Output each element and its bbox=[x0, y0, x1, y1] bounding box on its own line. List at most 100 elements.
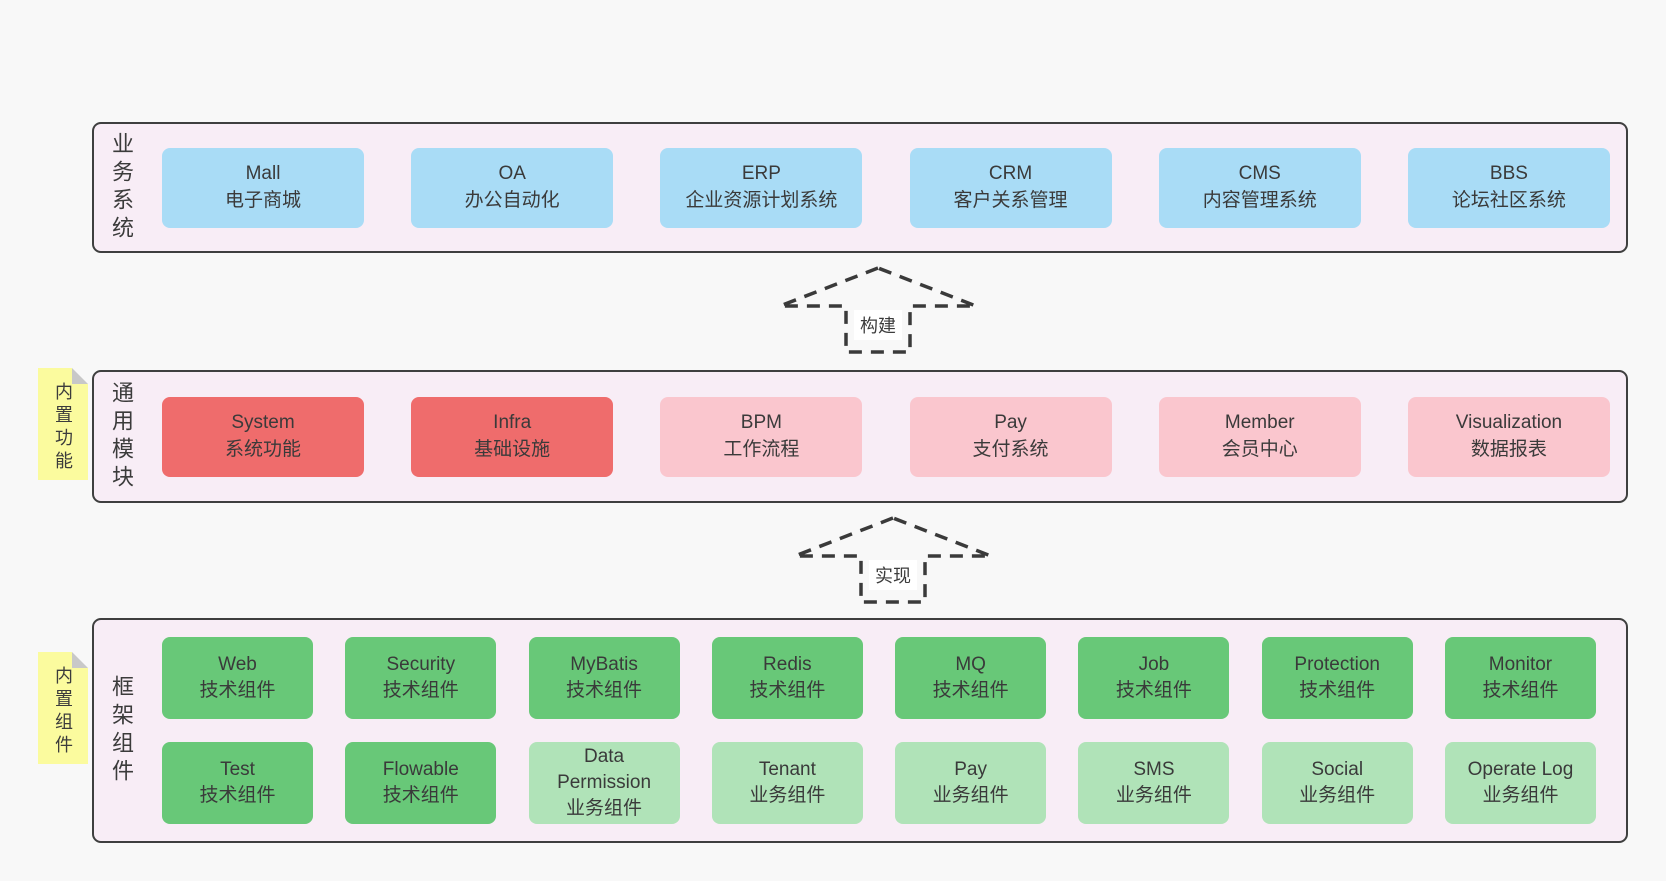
card-title: BPM bbox=[740, 412, 782, 434]
card-subtitle: 技术组件 bbox=[1115, 680, 1192, 701]
card-title: Data Permission bbox=[557, 745, 652, 793]
card-subtitle: 技术组件 bbox=[199, 785, 276, 806]
card-flowable: Flowable 技术组件 bbox=[345, 742, 497, 824]
card-title: MyBatis bbox=[570, 653, 638, 675]
card-subtitle: 工作流程 bbox=[723, 438, 800, 460]
card-social: Social 业务组件 bbox=[1261, 742, 1413, 824]
card-title: Web bbox=[218, 653, 257, 675]
card-system: System 系统功能 bbox=[162, 396, 364, 477]
card-title: Member bbox=[1224, 412, 1295, 434]
components-row-2: Test 技术组件 Flowable 技术组件 Data Permission … bbox=[162, 742, 1596, 824]
card-mq: MQ 技术组件 bbox=[895, 637, 1047, 719]
card-pay: Pay 支付系统 bbox=[909, 396, 1112, 477]
card-title: BBS bbox=[1489, 163, 1528, 185]
implement-arrow-label: 实现 bbox=[869, 560, 917, 590]
panel-title-modules: 通用模块 bbox=[109, 380, 134, 493]
card-subtitle: 业务组件 bbox=[749, 785, 826, 806]
card-bpm: BPM 工作流程 bbox=[660, 396, 863, 477]
common-modules-panel: 通用模块 System 系统功能 Infra 基础设施 BPM 工作流程 Pay… bbox=[92, 370, 1628, 503]
card-subtitle: 技术组件 bbox=[566, 680, 643, 701]
card-title: Infra bbox=[493, 412, 532, 434]
card-title: ERP bbox=[741, 163, 781, 185]
card-subtitle: 技术组件 bbox=[382, 680, 459, 701]
card-bbs: BBS 论坛社区系统 bbox=[1407, 147, 1610, 228]
card-erp: ERP 企业资源计划系统 bbox=[660, 147, 863, 228]
build-arrow-label: 构建 bbox=[854, 310, 902, 340]
card-title: Protection bbox=[1294, 653, 1380, 675]
card-subtitle: 支付系统 bbox=[972, 438, 1049, 460]
builtin-components-note: 内置组件 bbox=[38, 652, 88, 764]
builtin-components-note-label: 内置组件 bbox=[53, 666, 73, 758]
card-subtitle: 数据报表 bbox=[1470, 438, 1547, 460]
card-subtitle: 论坛社区系统 bbox=[1451, 189, 1566, 211]
panel-title-components: 框架组件 bbox=[109, 674, 134, 787]
card-subtitle: 内容管理系统 bbox=[1202, 189, 1317, 211]
card-subtitle: 基础设施 bbox=[474, 438, 551, 460]
card-subtitle: 业务组件 bbox=[1299, 785, 1376, 806]
card-subtitle: 会员中心 bbox=[1221, 438, 1298, 460]
builtin-features-note-label: 内置功能 bbox=[53, 382, 73, 474]
card-title: System bbox=[231, 412, 295, 434]
card-subtitle: 技术组件 bbox=[1482, 680, 1559, 701]
card-subtitle: 技术组件 bbox=[382, 785, 459, 806]
card-sms: SMS 业务组件 bbox=[1078, 742, 1230, 824]
card-title: Monitor bbox=[1488, 653, 1553, 675]
card-title: Visualization bbox=[1455, 412, 1563, 434]
card-subtitle: 电子商城 bbox=[224, 189, 301, 211]
card-subtitle: 企业资源计划系统 bbox=[685, 189, 838, 211]
card-title: Pay bbox=[994, 412, 1027, 434]
dashed-up-arrow-icon bbox=[779, 266, 977, 354]
card-tenant: Tenant 业务组件 bbox=[711, 742, 863, 824]
card-monitor: Monitor 技术组件 bbox=[1444, 637, 1596, 719]
framework-components-grid: Web 技术组件 Security 技术组件 MyBatis 技术组件 Redi… bbox=[162, 637, 1596, 824]
card-subtitle: 业务组件 bbox=[566, 798, 643, 820]
card-test: Test 技术组件 bbox=[162, 742, 313, 824]
card-subtitle: 业务组件 bbox=[1115, 785, 1192, 806]
card-subtitle: 业务组件 bbox=[1482, 785, 1559, 806]
card-job: Job 技术组件 bbox=[1078, 637, 1230, 719]
card-redis: Redis 技术组件 bbox=[711, 637, 863, 719]
card-title: MQ bbox=[955, 653, 986, 675]
card-title: Tenant bbox=[758, 758, 816, 780]
build-arrow: 构建 bbox=[768, 264, 988, 356]
card-infra: Infra 基础设施 bbox=[411, 396, 614, 477]
business-systems-row: Mall 电子商城 OA 办公自动化 ERP 企业资源计划系统 CRM 客户关系… bbox=[162, 147, 1610, 228]
card-cms: CMS 内容管理系统 bbox=[1158, 147, 1361, 228]
card-security: Security 技术组件 bbox=[345, 637, 497, 719]
implement-arrow: 实现 bbox=[783, 514, 1003, 606]
folded-corner-icon bbox=[72, 652, 88, 668]
card-title: CRM bbox=[988, 163, 1033, 185]
card-title: OA bbox=[498, 163, 526, 185]
card-title: Mall bbox=[245, 163, 281, 185]
card-subtitle: 业务组件 bbox=[932, 785, 1009, 806]
card-crm: CRM 客户关系管理 bbox=[909, 147, 1112, 228]
card-subtitle: 技术组件 bbox=[749, 680, 826, 701]
card-subtitle: 技术组件 bbox=[932, 680, 1009, 701]
card-protection: Protection 技术组件 bbox=[1261, 637, 1413, 719]
card-title: Pay bbox=[954, 758, 987, 780]
card-operate-log: Operate Log 业务组件 bbox=[1444, 742, 1596, 824]
card-title: Operate Log bbox=[1467, 758, 1574, 780]
card-title: SMS bbox=[1133, 758, 1175, 780]
framework-components-panel: 框架组件 Web 技术组件 Security 技术组件 MyBatis 技术组件… bbox=[92, 618, 1628, 843]
card-member: Member 会员中心 bbox=[1158, 396, 1361, 477]
card-title: Social bbox=[1311, 758, 1364, 780]
card-data-permission: Data Permission 业务组件 bbox=[528, 742, 680, 824]
builtin-features-note: 内置功能 bbox=[38, 368, 88, 480]
card-title: Redis bbox=[763, 653, 812, 675]
card-web: Web 技术组件 bbox=[162, 637, 313, 719]
card-subtitle: 技术组件 bbox=[199, 680, 276, 701]
folded-corner-icon bbox=[72, 368, 88, 384]
card-subtitle: 客户关系管理 bbox=[953, 189, 1068, 211]
card-title: Flowable bbox=[382, 758, 459, 780]
card-pay-biz: Pay 业务组件 bbox=[895, 742, 1047, 824]
card-oa: OA 办公自动化 bbox=[411, 147, 614, 228]
components-row-1: Web 技术组件 Security 技术组件 MyBatis 技术组件 Redi… bbox=[162, 637, 1596, 719]
card-title: CMS bbox=[1238, 163, 1281, 185]
card-subtitle: 技术组件 bbox=[1299, 680, 1376, 701]
card-title: Job bbox=[1138, 653, 1170, 675]
card-visualization: Visualization 数据报表 bbox=[1407, 396, 1610, 477]
card-mall: Mall 电子商城 bbox=[162, 147, 364, 228]
card-title: Test bbox=[220, 758, 255, 780]
